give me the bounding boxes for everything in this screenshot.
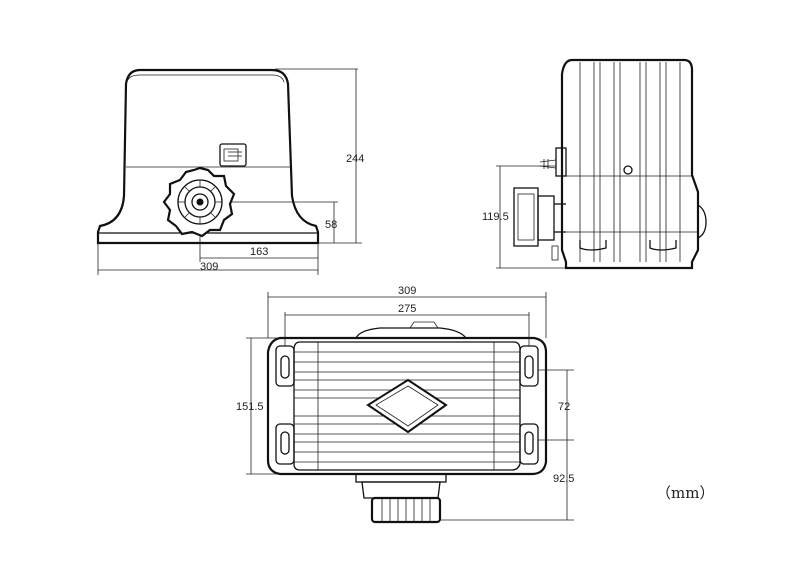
top-gearbox-offset-label: 92.5: [553, 473, 574, 485]
side-view: 119.5: [482, 58, 707, 270]
top-hole-pitch-label: 72: [558, 401, 570, 413]
front-width-label: 309: [200, 261, 218, 273]
front-height-label: 244: [346, 153, 364, 165]
release-lock-icon: [219, 143, 247, 167]
units-label: （mm）: [656, 484, 714, 502]
side-housing: [560, 58, 700, 270]
front-gear-offset-label: 163: [250, 246, 268, 258]
top-depth-label: 151.5: [236, 401, 264, 413]
front-view: 244 58 163 309: [96, 68, 364, 275]
side-gear-bracket: [513, 187, 566, 261]
drive-gear-icon: [162, 166, 236, 238]
diamond-logo-icon: [366, 378, 448, 434]
side-gear-depth-label: 119.5: [482, 211, 509, 223]
top-gearbox: [355, 473, 447, 524]
front-gear-height-label: 58: [325, 219, 337, 231]
top-hole-span-label: 275: [398, 303, 416, 315]
top-view: 309 275 151.5 72 92.5: [236, 285, 574, 524]
top-overall-width-label: 309: [398, 285, 416, 297]
